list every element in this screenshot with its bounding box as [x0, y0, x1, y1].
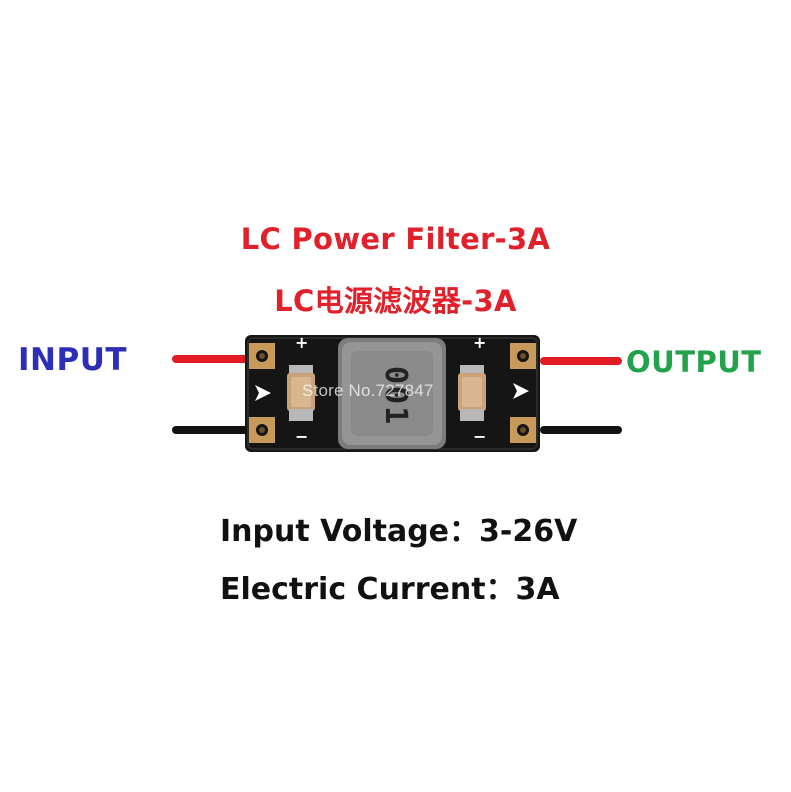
input-negative-pad [249, 417, 275, 443]
filter-board: + − + − 001 [245, 333, 540, 456]
output-label: OUTPUT [626, 345, 762, 379]
title-cn: LC电源滤波器-3A [274, 284, 517, 318]
output-positive-wire [540, 357, 622, 365]
left-arrow-icon [255, 385, 271, 401]
inductor [338, 338, 446, 449]
right-capacitor [458, 365, 486, 421]
input-positive-pad [249, 343, 275, 369]
output-plus-sign: + [473, 333, 487, 352]
output-positive-pad [510, 343, 536, 369]
store-watermark: Store No.727847 [302, 381, 434, 400]
pcb-board [245, 335, 540, 452]
output-negative-wire [540, 426, 622, 434]
input-minus-sign: − [295, 427, 309, 446]
input-label: INPUT [18, 342, 128, 378]
left-capacitor [287, 365, 315, 421]
spec-input-voltage: Input Voltage：3-26V [220, 514, 578, 549]
output-minus-sign: − [473, 427, 487, 446]
spec-electric-current: Electric Current：3A [220, 572, 560, 607]
input-plus-sign: + [295, 333, 309, 352]
input-negative-wire [172, 426, 252, 434]
input-positive-wire [172, 355, 252, 363]
title-en: LC Power Filter-3A [240, 222, 551, 256]
output-negative-pad [510, 417, 536, 443]
right-arrow-icon [513, 383, 529, 399]
